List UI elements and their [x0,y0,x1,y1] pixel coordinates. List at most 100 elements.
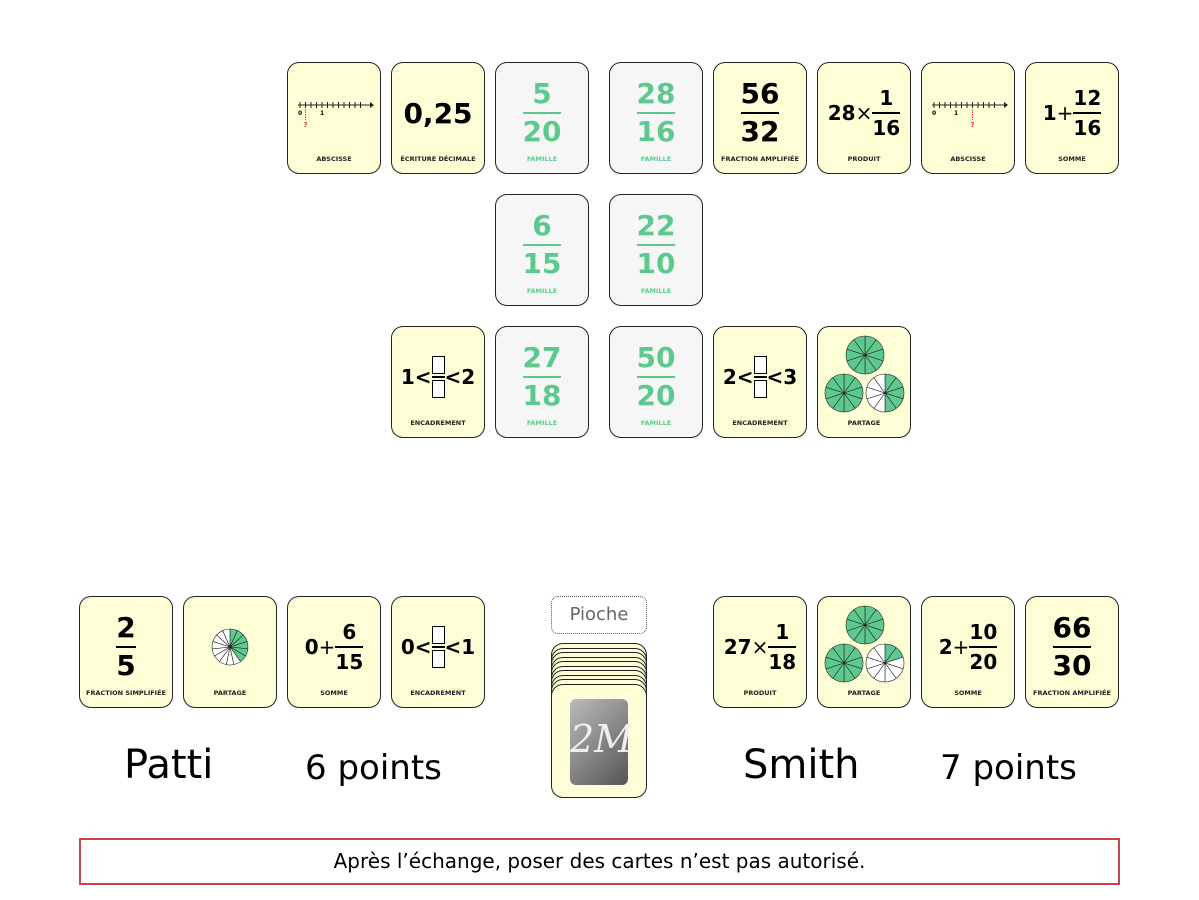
player-name-smith: Smith [743,742,860,788]
operator: + [1056,101,1074,125]
card-label: ENCADREMENT [410,419,466,427]
numerator: 2 [116,611,136,644]
denominator: 15 [522,247,562,280]
svg-text:?: ? [971,121,975,129]
board-card[interactable]: 0 1? ABSCISSE [287,62,381,174]
board-card[interactable]: PARTAGE [817,326,911,438]
numerator: 56 [740,77,780,110]
whole-number: 2 [938,635,953,659]
denominator: 20 [636,379,676,412]
svg-text:0: 0 [298,110,302,117]
player-score-patti: 6 points [305,748,442,788]
upper-bound: 2 [461,365,476,389]
card-label: SOMME [1058,155,1086,163]
card-label: SOMME [320,689,348,697]
svg-text:?: ? [304,121,308,129]
pie-circle [845,605,885,645]
pie-circle [824,373,864,413]
denominator: 30 [1052,649,1092,682]
pie-circle [211,628,249,666]
denominator: 18 [522,379,562,412]
card-label: FRACTION SIMPLIFIÉE [86,689,166,697]
deck-card: 2M [551,683,647,798]
hand-card[interactable]: PARTAGE [183,596,277,708]
number-line: 0 1? [932,102,1008,129]
pie-circle [824,643,864,683]
pie-circle [845,335,885,375]
svg-text:1: 1 [954,110,958,117]
card-label: FAMILLE [526,419,558,427]
numerator: 6 [532,209,552,242]
whole-number: 1 [1042,101,1057,125]
operator: × [751,635,769,659]
card-label: PARTAGE [847,689,881,697]
card-label: SOMME [954,689,982,697]
card-label: ÉCRITURE DÉCIMALE [400,155,476,163]
draw-pile-label: Pioche [551,596,647,634]
denominator: 20 [522,115,562,148]
card-label: FAMILLE [640,155,672,163]
svg-text:0: 0 [932,110,936,117]
numerator: 1 [775,620,790,644]
upper-bound: 3 [783,365,798,389]
whole-number: 28 [827,101,856,125]
whole-number: 0 [304,635,319,659]
player-score-smith: 7 points [940,748,1077,788]
board-card[interactable]: 0 1? ABSCISSE [921,62,1015,174]
card-label: ABSCISSE [950,155,986,163]
numerator: 12 [1073,86,1102,110]
card-label: ENCADREMENT [410,689,466,697]
card-label: FRACTION AMPLIFIÉE [721,155,799,163]
card-label: PARTAGE [213,689,247,697]
card-label: FRACTION AMPLIFIÉE [1033,689,1111,697]
player-name-patti: Patti [124,742,214,788]
card-label: ABSCISSE [316,155,352,163]
denominator: 10 [636,247,676,280]
numerator: 6 [342,620,357,644]
denominator: 16 [1073,116,1102,140]
irem-logo: 2M [570,698,633,785]
numerator: 50 [636,341,676,374]
card-label: FAMILLE [640,419,672,427]
card-label: PRODUIT [743,689,777,697]
upper-bound: 1 [461,635,476,659]
denominator: 18 [768,650,797,674]
card-label: ENCADREMENT [732,419,788,427]
operator: × [855,101,873,125]
svg-text:1: 1 [320,110,324,117]
operator: + [318,635,336,659]
pie-circle [865,643,905,683]
operator: + [952,635,970,659]
denominator: 16 [872,116,901,140]
card-label: PRODUIT [847,155,881,163]
number-line: 0 1? [298,102,374,129]
hand-card[interactable]: PARTAGE [817,596,911,708]
denominator: 5 [116,649,136,682]
